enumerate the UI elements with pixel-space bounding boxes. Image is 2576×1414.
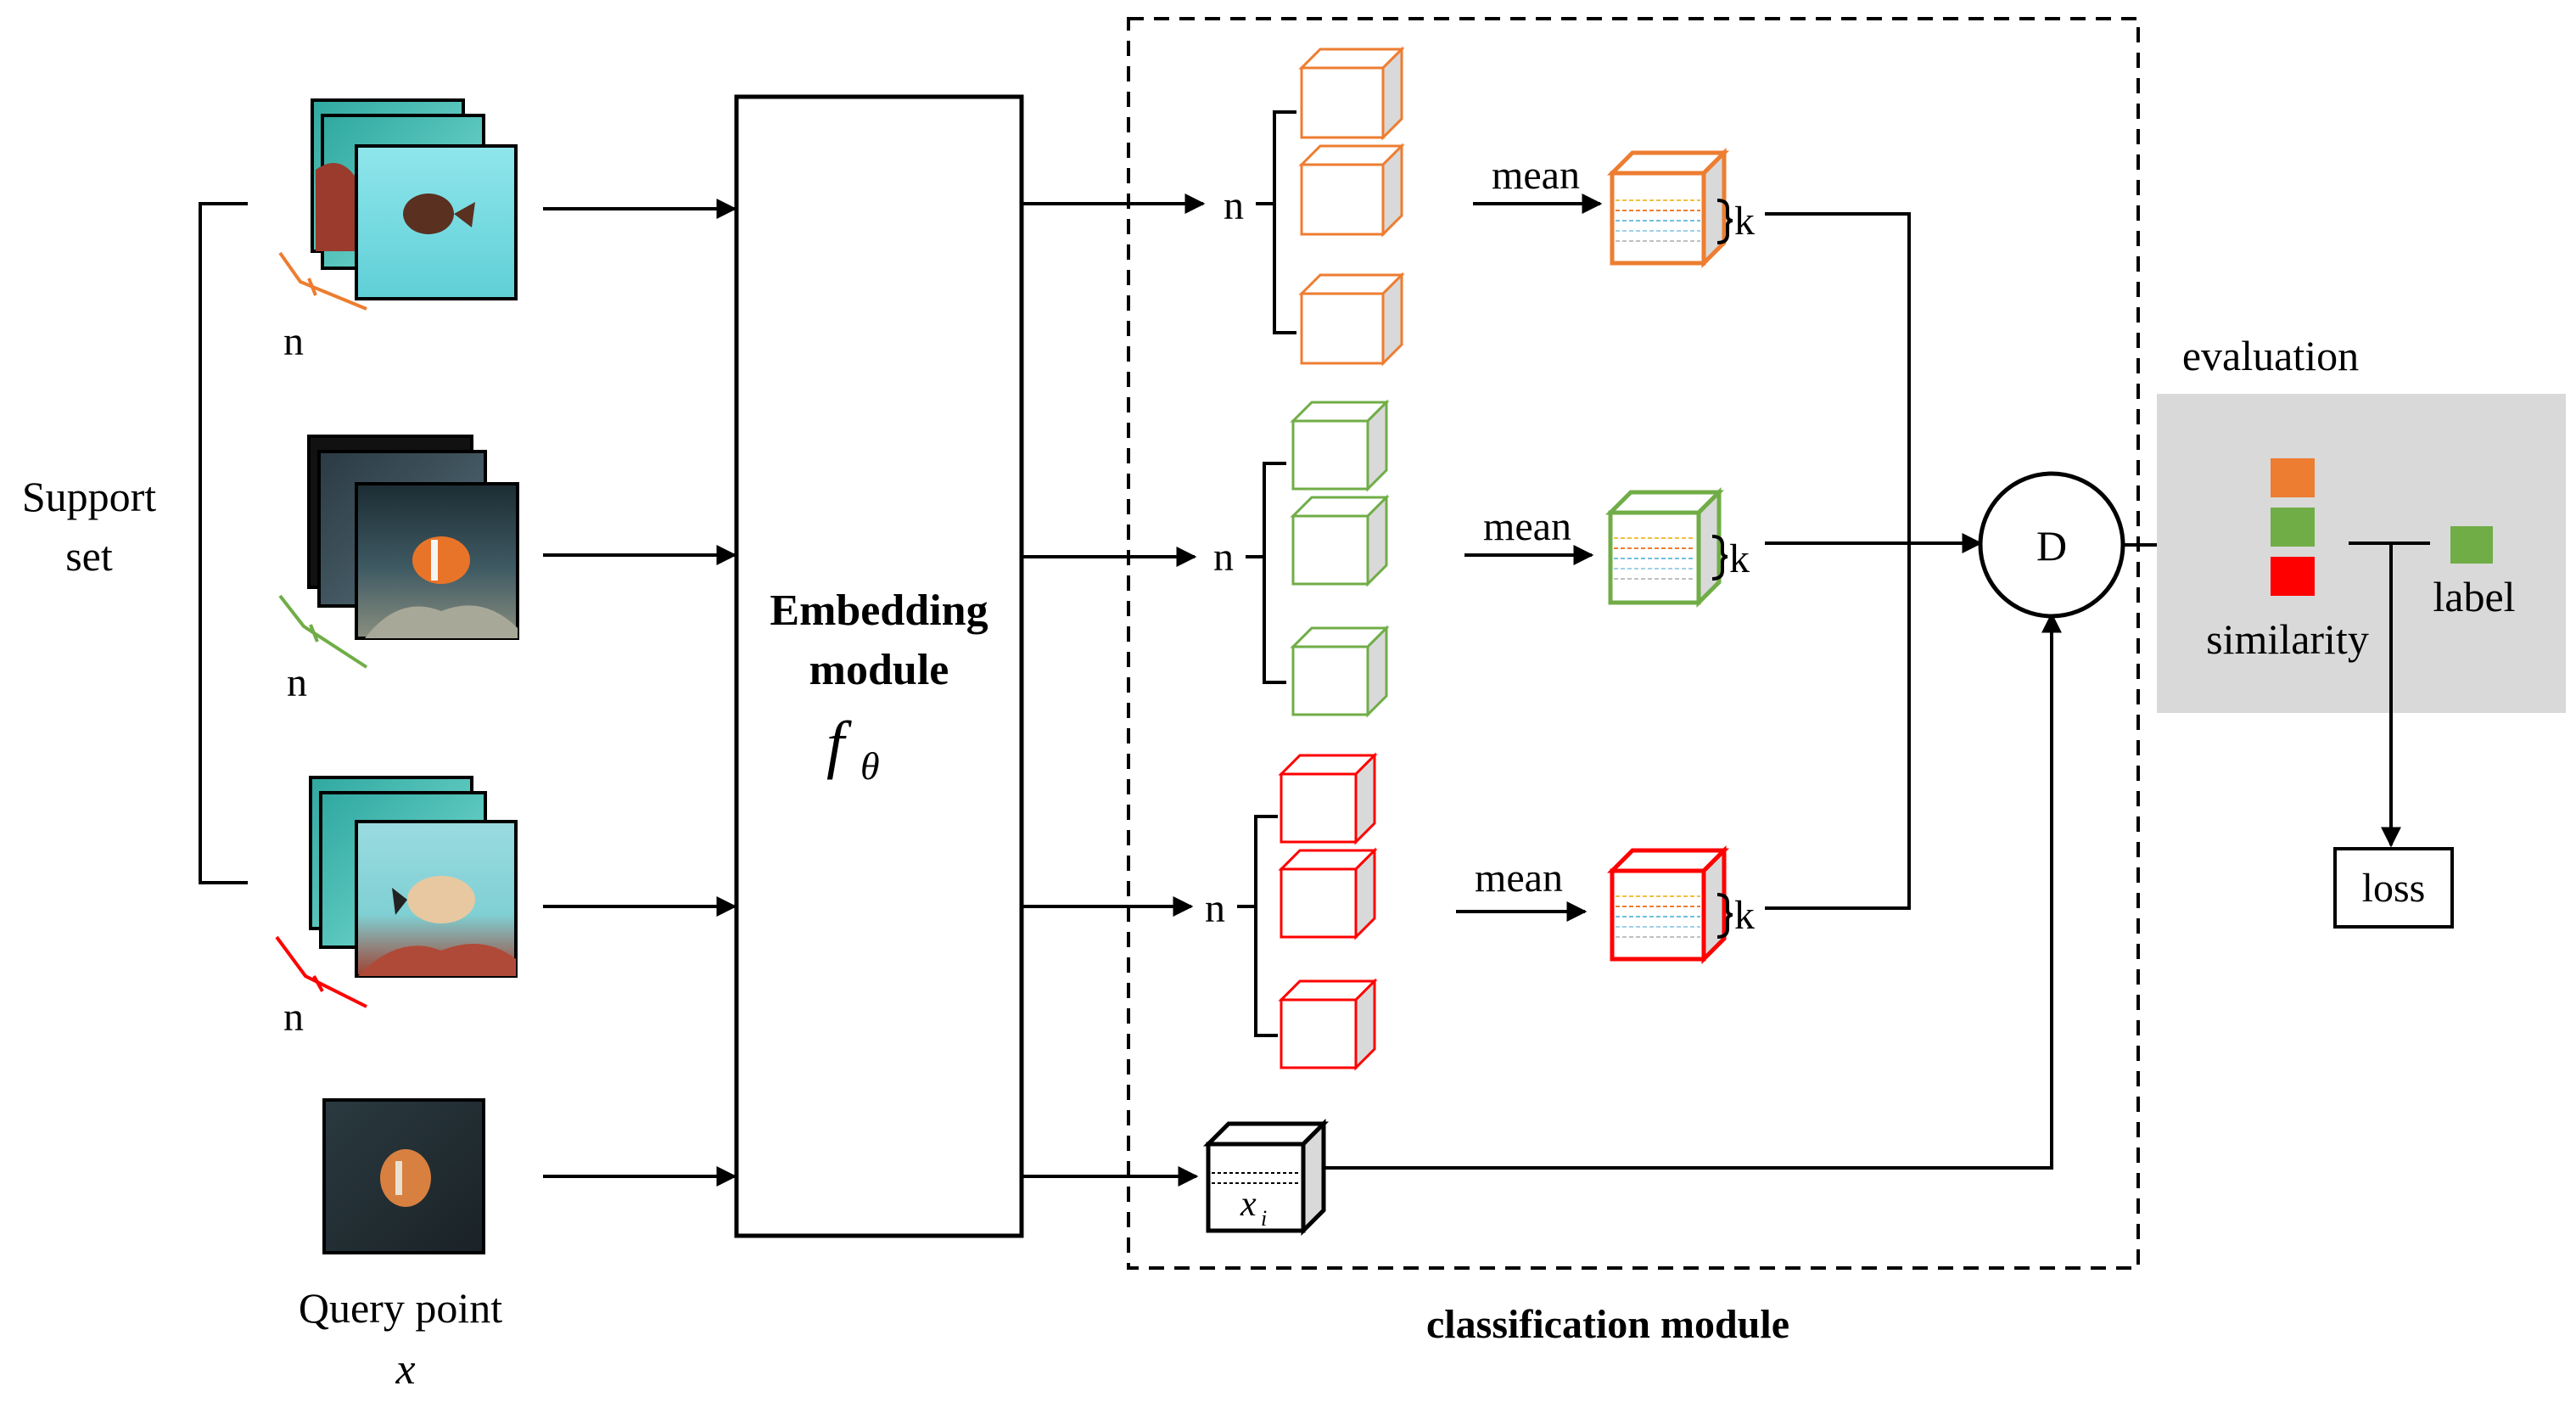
loss-label: loss (2362, 866, 2426, 911)
embedding-module-line1: Embedding (770, 586, 988, 635)
k-label-class2: k (1729, 536, 1750, 581)
k-label-class3: k (1734, 893, 1755, 938)
similarity-bar-class1 (2271, 458, 2315, 497)
n-label-embed-class3: n (1205, 886, 1225, 931)
brace-embed-class3 (1237, 815, 1278, 1037)
prototype-cube-class3 (1606, 844, 1730, 965)
k-label-class1: k (1734, 199, 1755, 244)
n-label-embed-class1: n (1224, 183, 1244, 228)
support-set-label-line1: Support (22, 473, 156, 520)
embedding-output-arrows (1022, 194, 1206, 1187)
brace-embed-class2 (1246, 462, 1286, 684)
embedding-cubes-class2 (1290, 399, 1390, 718)
support-set-bracket (199, 202, 248, 884)
mean-label-class3: mean (1475, 856, 1563, 901)
mean-label-class1: mean (1492, 153, 1580, 198)
n-label-class2: n (287, 660, 307, 705)
query-vector-label: x (1240, 1185, 1257, 1224)
query-vector-subscript: i (1261, 1206, 1267, 1231)
query-point-symbol: x (395, 1345, 415, 1394)
support-set-label-line2: set (65, 532, 113, 580)
query-embedding-cube (1202, 1118, 1330, 1237)
n-label-class3: n (283, 995, 304, 1040)
query-point-label: Query point (299, 1284, 502, 1332)
k-brace-class2 (1711, 535, 1728, 581)
prototype-to-distance-lines (1765, 212, 1983, 910)
evaluation-title: evaluation (2182, 332, 2359, 379)
label-label: label (2433, 573, 2515, 620)
classification-module-box (1127, 17, 2140, 1270)
similarity-label: similarity (2206, 615, 2369, 663)
n-brace-class1 (278, 251, 367, 311)
support-image-stack-class3 (309, 776, 518, 978)
input-arrows (543, 199, 737, 1187)
prototype-cube-class2 (1604, 486, 1725, 609)
embedding-function-subscript: θ (860, 744, 880, 788)
k-brace-class3 (1716, 893, 1733, 939)
similarity-bar-class3 (2271, 557, 2315, 596)
query-image (322, 1098, 485, 1254)
similarity-bar-class2 (2271, 508, 2315, 547)
loss-box (2333, 847, 2454, 929)
label-square (2450, 526, 2493, 564)
n-brace-class3 (275, 935, 367, 1008)
prototype-cube-class1 (1606, 147, 1730, 269)
classification-module-title: classification module (1426, 1302, 1789, 1347)
support-image-stack-class1 (311, 98, 518, 300)
mean-label-class2: mean (1483, 504, 1571, 549)
embedding-cubes-class1 (1298, 46, 1405, 367)
n-label-embed-class2: n (1213, 535, 1234, 580)
k-brace-class1 (1716, 199, 1733, 244)
evaluation-panel (2157, 394, 2566, 713)
embedding-cubes-class3 (1278, 752, 1378, 1071)
query-to-distance-line (1325, 612, 2062, 1170)
brace-embed-class1 (1256, 110, 1296, 334)
embedding-module-line2: module (809, 646, 949, 694)
embedding-module-box (734, 94, 1024, 1238)
n-brace-class2 (278, 594, 368, 669)
n-label-class1: n (283, 319, 304, 364)
support-image-stack-class2 (307, 435, 519, 640)
distance-label: D (2036, 522, 2067, 570)
